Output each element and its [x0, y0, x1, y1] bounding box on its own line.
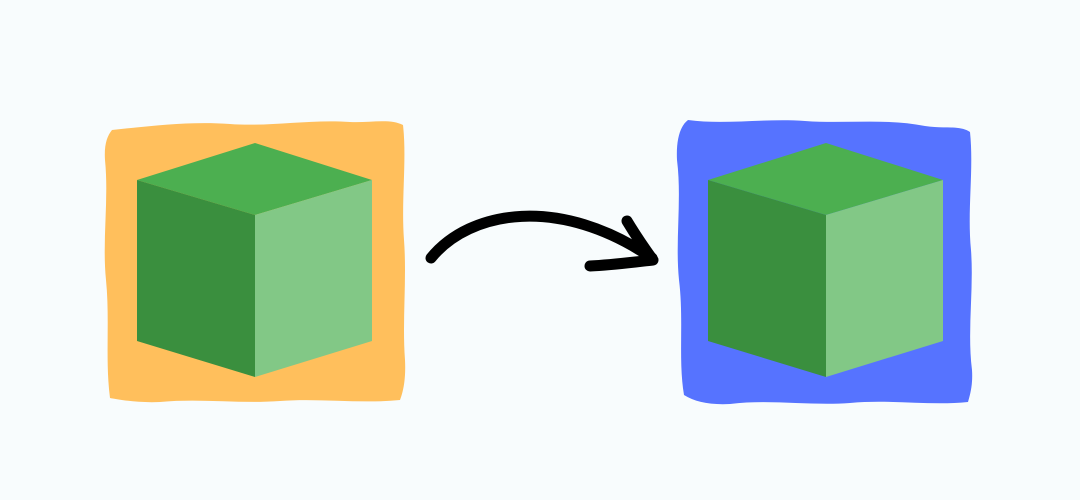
- source-cube-right-face: [255, 180, 372, 377]
- target-cube-icon: [708, 143, 943, 377]
- source-cube-left-face: [137, 180, 255, 377]
- arrow-head: [584, 215, 659, 272]
- arrow-shaft: [425, 210, 658, 264]
- target-cube-top-face: [708, 143, 943, 215]
- source-node: [104, 121, 406, 403]
- target-cube-left-face: [708, 180, 826, 377]
- transition-arrow-icon: [425, 210, 659, 272]
- source-cube-top-face: [137, 143, 372, 215]
- target-cube-right-face: [826, 180, 943, 377]
- target-node: [676, 120, 973, 405]
- source-cube-icon: [137, 143, 372, 377]
